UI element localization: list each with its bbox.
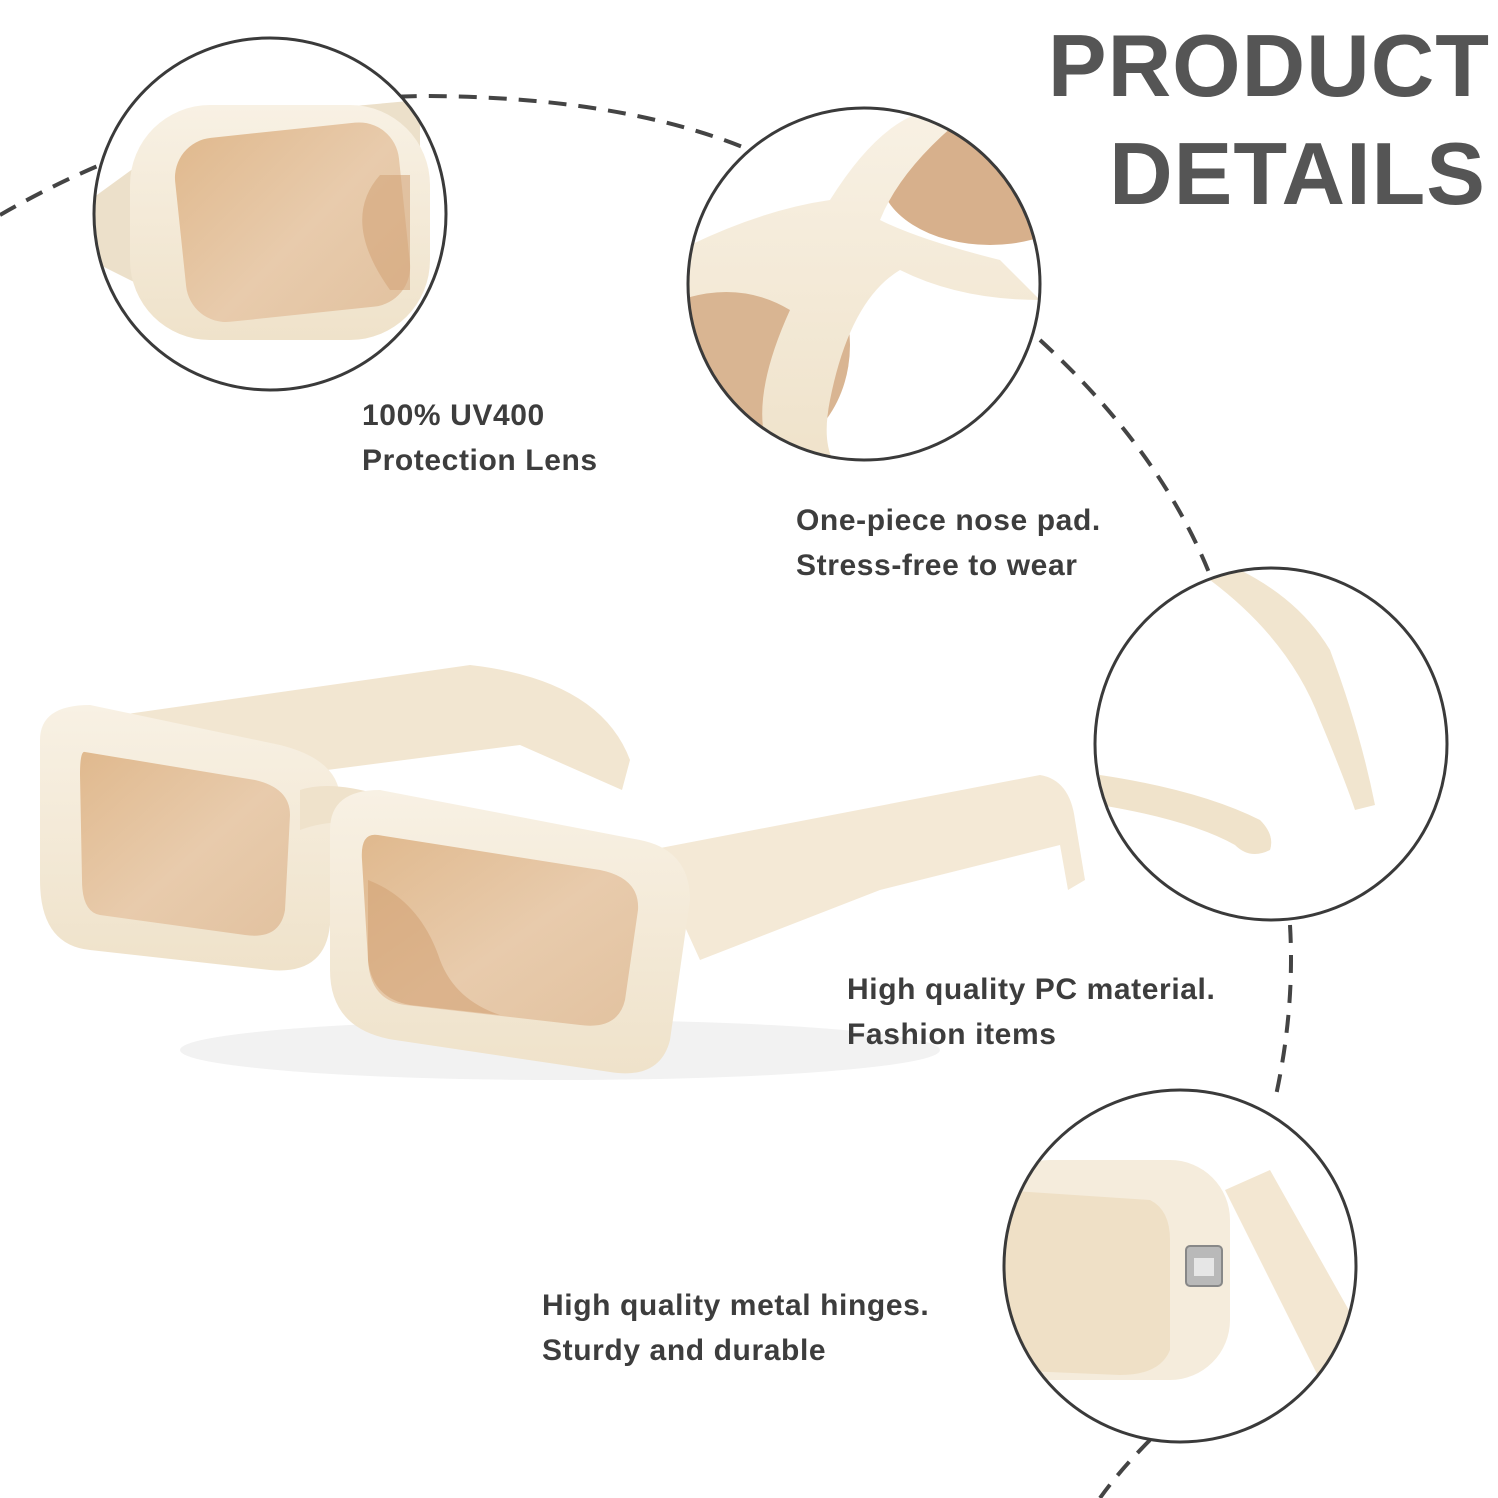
- feature-caption-pc-material: High quality PC material. Fashion items: [847, 967, 1215, 1057]
- page-title-line-1: PRODUCT: [1047, 16, 1490, 115]
- feature-caption-line: Protection Lens: [362, 444, 598, 477]
- sunglasses-main-image: [40, 665, 1085, 1080]
- dashed-guide-arc: [0, 93, 1293, 1498]
- feature-caption-line: One-piece nose pad.: [796, 504, 1101, 537]
- temple-arm-closeup-image: [1093, 566, 1449, 922]
- hinge-closeup-image: [1002, 1088, 1358, 1444]
- feature-caption-nose-pad: One-piece nose pad. Stress-free to wear: [796, 498, 1101, 588]
- page-title-line-2: DETAILS: [1109, 124, 1486, 223]
- feature-caption-line: Sturdy and durable: [542, 1334, 827, 1367]
- nose-bridge-closeup-image: [686, 106, 1042, 462]
- feature-caption-line: Stress-free to wear: [796, 549, 1078, 582]
- feature-caption-uv: 100% UV400 Protection Lens: [362, 393, 598, 483]
- feature-caption-hinges: High quality metal hinges. Sturdy and du…: [542, 1283, 929, 1373]
- feature-caption-line: High quality metal hinges.: [542, 1289, 930, 1322]
- feature-caption-line: Fashion items: [847, 1018, 1057, 1051]
- feature-caption-line: 100% UV400: [362, 399, 545, 432]
- feature-caption-line: High quality PC material.: [847, 973, 1216, 1006]
- lens-closeup-image: [92, 36, 448, 392]
